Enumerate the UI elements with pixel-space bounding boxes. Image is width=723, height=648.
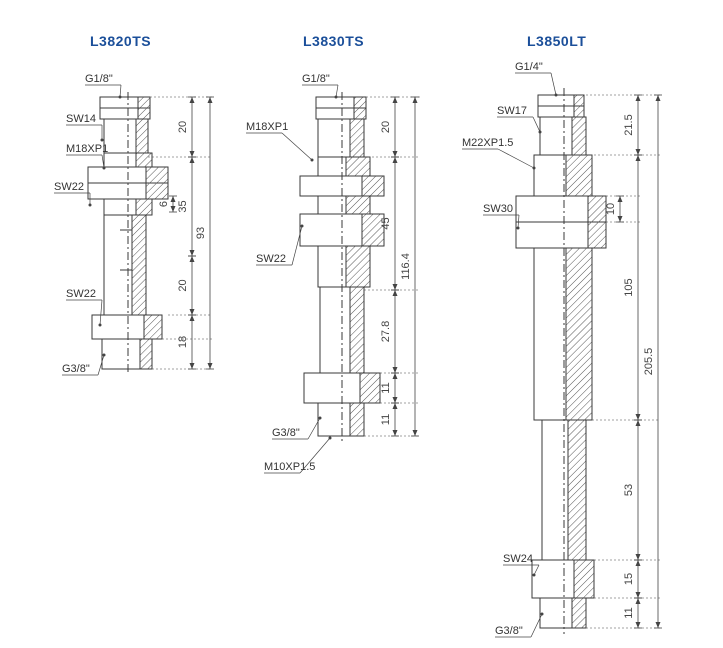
dim-l3830ts-top: 20	[380, 96, 399, 158]
dim-l3850lt-top: 21.5	[623, 94, 642, 156]
callout-l3830ts-thread-text: M18XP1	[246, 121, 288, 133]
callout-l3820ts-sw22-bottom-text: SW22	[66, 288, 96, 300]
drawing-l3850lt	[515, 88, 607, 634]
callout-l3850lt-sw17: SW17	[497, 105, 542, 134]
dim-l3850lt-shaft: 53	[623, 419, 642, 561]
callout-l3830ts-outlet-text: G3/8"	[272, 427, 300, 439]
callout-l3830ts-outlet: G3/8"	[272, 416, 322, 440]
dim-l3850lt-shaft-value: 53	[623, 484, 635, 496]
dim-l3850lt-slot-value: 10	[605, 203, 617, 215]
callout-l3850lt-thread-text: M22XP1.5	[462, 137, 513, 149]
dim-l3830ts-bottom-value: 11	[380, 414, 392, 425]
callout-l3830ts-m10: M10XP1.5	[264, 436, 332, 474]
callout-l3820ts-sw14: SW14	[66, 113, 104, 142]
dim-l3820ts-bottom: 18	[177, 314, 196, 370]
callout-l3820ts-sw22-top: SW22	[54, 181, 92, 207]
dim-l3820ts-total: 93	[195, 96, 214, 370]
dim-l3850lt-slot: 10	[605, 195, 624, 223]
callout-l3850lt-sw30: SW30	[483, 203, 520, 230]
callout-l3820ts-inlet-text: G1/8"	[85, 73, 113, 85]
dim-l3820ts-top: 20	[177, 96, 196, 158]
model-title-l3830ts: L3830TS	[303, 33, 365, 49]
callout-l3850lt-outlet-text: G3/8"	[495, 625, 523, 637]
dim-l3850lt-bottom-value: 11	[623, 607, 635, 618]
dim-l3830ts-shaft-value: 27.8	[380, 321, 392, 342]
dim-l3850lt-total: 205.5	[643, 94, 662, 629]
callout-l3850lt-thread: M22XP1.5	[462, 137, 536, 170]
callout-l3820ts-thread-text: M18XP1	[66, 143, 108, 155]
dim-l3830ts-thread-value: 45	[380, 217, 392, 229]
drawing-l3820ts	[87, 92, 169, 374]
dim-l3830ts-total: 116.4	[400, 96, 419, 437]
callout-l3830ts-sw22-text: SW22	[256, 253, 286, 265]
dim-l3830ts-shaft: 27.8	[380, 289, 399, 374]
callout-l3850lt-outlet: G3/8"	[495, 612, 544, 638]
dim-l3820ts-slot: 6	[158, 195, 177, 213]
dim-l3820ts-slot-value: 6	[158, 201, 170, 207]
callout-l3820ts-sw22-top-text: SW22	[54, 181, 84, 193]
dim-l3820ts-total-value: 93	[195, 227, 207, 239]
callout-l3830ts-thread: M18XP1	[246, 121, 314, 162]
callout-l3830ts-sw22: SW22	[256, 224, 304, 266]
dim-l3850lt-thread-value: 105	[623, 278, 635, 296]
dim-l3830ts-hex-value: 11	[380, 382, 392, 393]
callout-l3830ts-m10-text: M10XP1.5	[264, 461, 315, 473]
dim-l3820ts-top-value: 20	[177, 121, 189, 133]
drawing-l3830ts	[299, 92, 385, 442]
dim-l3820ts-mid: 20	[177, 255, 196, 316]
callout-l3820ts-inlet: G1/8"	[85, 73, 122, 99]
model-title-l3850lt: L3850LT	[527, 33, 587, 49]
callout-l3830ts-inlet: G1/8"	[302, 73, 339, 99]
callout-l3830ts-inlet-text: G1/8"	[302, 73, 330, 85]
callout-l3820ts-outlet-text: G3/8"	[62, 363, 90, 375]
dim-l3820ts-thread: 35	[177, 156, 196, 257]
dim-l3820ts-bottom-value: 18	[177, 336, 189, 348]
callout-l3850lt-sw30-text: SW30	[483, 203, 513, 215]
callout-l3820ts-outlet: G3/8"	[62, 353, 106, 376]
callout-l3820ts-thread: M18XP1	[66, 143, 108, 170]
dim-l3820ts-thread-value: 35	[177, 200, 189, 212]
dimension-layer: 20 6 35 93 20 18 20 45 116.4 27.8 11 11 21.5 10 105 205…	[148, 94, 662, 629]
callout-l3820ts-sw14-text: SW14	[66, 113, 96, 125]
callout-l3820ts-sw22-bottom: SW22	[66, 288, 103, 327]
dim-l3830ts-top-value: 20	[380, 121, 392, 133]
dim-l3830ts-bottom: 11	[380, 402, 399, 437]
dim-l3830ts-hex: 11	[380, 372, 399, 404]
callout-l3850lt-sw24: SW24	[503, 553, 540, 577]
dim-l3850lt-hex: 15	[623, 559, 642, 599]
callout-l3850lt-sw24-text: SW24	[503, 553, 533, 565]
dim-l3850lt-hex-value: 15	[623, 573, 635, 585]
dim-l3830ts-thread: 45	[380, 156, 399, 291]
dim-l3830ts-total-value: 116.4	[400, 253, 412, 280]
dim-l3850lt-bottom: 11	[623, 597, 642, 629]
dim-l3850lt-total-value: 205.5	[643, 348, 655, 376]
callout-layer: G1/8"SW14M18XP1SW22SW22G3/8"G1/8"M18XP1S…	[54, 61, 558, 638]
dim-l3820ts-mid-value: 20	[177, 279, 189, 291]
model-title-l3820ts: L3820TS	[90, 33, 152, 49]
callout-l3850lt-sw17-text: SW17	[497, 105, 527, 117]
dim-l3850lt-top-value: 21.5	[623, 114, 635, 135]
dim-l3850lt-thread: 105	[623, 154, 642, 421]
callout-l3850lt-inlet-text: G1/4"	[515, 61, 543, 73]
callout-l3850lt-inlet: G1/4"	[515, 61, 558, 97]
